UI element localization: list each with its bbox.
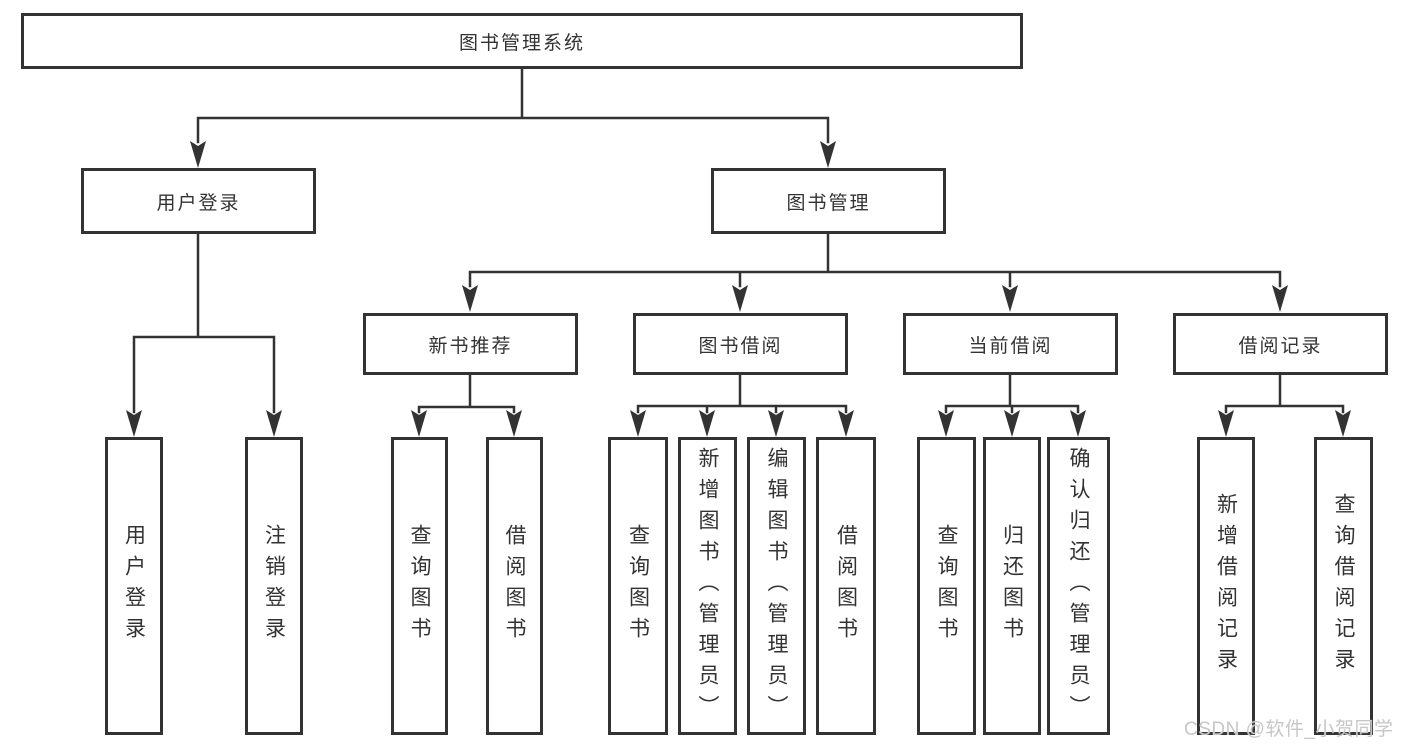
- leaf-recommend-query-books: 查询图书: [391, 437, 448, 735]
- leaf-borrow-query-books: 查询图书: [608, 437, 668, 735]
- node-user-login: 用户登录: [81, 168, 316, 234]
- node-current-borrow: 当前借阅: [903, 313, 1118, 375]
- arrowhead-icon: [1002, 285, 1018, 312]
- node-label: 查询图书: [408, 524, 431, 648]
- node-label: 图书管理: [786, 192, 871, 214]
- leaf-current-return-books: 归还图书: [983, 437, 1041, 735]
- arrowhead-icon: [768, 410, 784, 437]
- connector-borrowrecord: [1224, 373, 1345, 414]
- leaf-logout: 注销登录: [245, 437, 303, 735]
- node-label: 新增借阅记录: [1214, 493, 1238, 679]
- arrowhead-icon: [820, 141, 836, 168]
- leaf-borrow-borrow-books: 借阅图书: [816, 437, 876, 735]
- node-label: 当前借阅: [968, 335, 1053, 357]
- node-label: 确认归还（管理员）: [1067, 446, 1090, 726]
- leaf-borrow-edit-books-admin: 编辑图书（管理员）: [747, 437, 806, 735]
- arrowhead-icon: [462, 285, 478, 312]
- connector-root-to-level1: [196, 67, 830, 144]
- arrowhead-icon: [1218, 410, 1234, 437]
- node-new-book-recommend: 新书推荐: [363, 313, 578, 375]
- connector-bookmanagement-to-level2: [468, 232, 1282, 288]
- node-label: 新增图书（管理员）: [696, 446, 719, 726]
- arrowhead-icon: [411, 410, 427, 437]
- node-label: 归还图书: [1000, 524, 1024, 648]
- node-label: 用户登录: [156, 192, 241, 214]
- node-label: 查询图书: [626, 524, 650, 648]
- node-book-borrow: 图书借阅: [633, 313, 848, 375]
- arrowhead-icon: [732, 285, 748, 312]
- arrowhead-icon: [266, 410, 282, 437]
- arrowhead-icon: [1272, 285, 1288, 312]
- node-label: 注销登录: [262, 524, 286, 648]
- node-label: 编辑图书（管理员）: [765, 446, 788, 726]
- leaf-record-add-borrow: 新增借阅记录: [1197, 437, 1255, 735]
- connector-newbookrecommend: [417, 373, 516, 414]
- arrowhead-icon: [1335, 410, 1351, 437]
- leaf-user-login: 用户登录: [105, 437, 163, 735]
- leaf-record-query-borrow: 查询借阅记录: [1314, 437, 1373, 735]
- node-label: 借阅记录: [1238, 335, 1323, 357]
- node-book-management: 图书管理: [711, 168, 946, 234]
- node-label: 图书借阅: [698, 335, 783, 357]
- node-label: 用户登录: [122, 524, 146, 648]
- arrowhead-icon: [838, 410, 854, 437]
- arrowhead-icon: [190, 141, 206, 168]
- leaf-current-query-books: 查询图书: [917, 437, 976, 735]
- node-label: 新书推荐: [428, 335, 513, 357]
- leaf-borrow-add-books-admin: 新增图书（管理员）: [678, 437, 737, 735]
- node-label: 借阅图书: [503, 524, 526, 648]
- node-label: 借阅图书: [834, 524, 858, 648]
- arrowhead-icon: [630, 410, 646, 437]
- arrowhead-icon: [699, 410, 715, 437]
- node-label: 查询图书: [935, 524, 958, 648]
- leaf-recommend-borrow-books: 借阅图书: [486, 437, 543, 735]
- node-label: 查询借阅记录: [1332, 493, 1355, 679]
- arrowhead-icon: [126, 410, 142, 437]
- watermark: CSDN @软件_小贺同学: [1184, 719, 1394, 740]
- connector-bookborrow: [636, 373, 848, 414]
- node-borrow-record: 借阅记录: [1173, 313, 1388, 375]
- arrowhead-icon: [506, 410, 522, 437]
- connector-currentborrow: [944, 373, 1080, 414]
- node-label: 图书管理系统: [458, 32, 585, 54]
- arrowhead-icon: [1004, 410, 1020, 437]
- arrowhead-icon: [1070, 410, 1086, 437]
- connector-usersection: [132, 232, 276, 414]
- node-root-book-management-system: 图书管理系统: [21, 13, 1023, 69]
- arrowhead-icon: [938, 410, 954, 437]
- leaf-current-confirm-return-admin: 确认归还（管理员）: [1047, 437, 1110, 735]
